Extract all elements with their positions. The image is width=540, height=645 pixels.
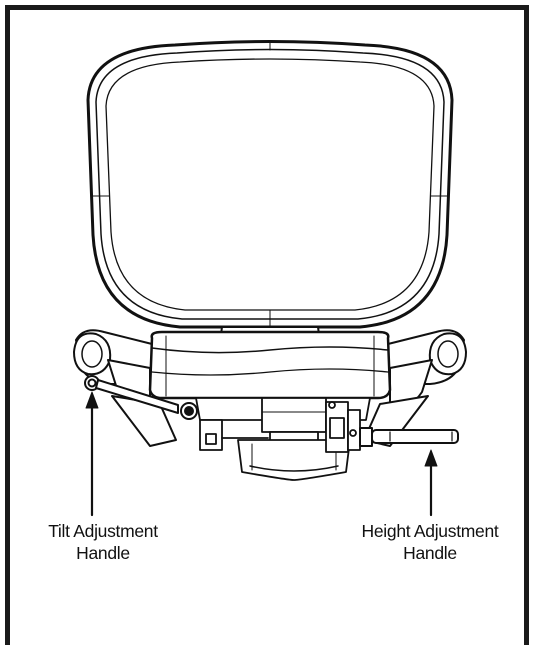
tilt-label-line-2: Handle [76,543,130,563]
tilt-label-line-1: Tilt Adjustment [48,521,158,541]
height-label-line-2: Handle [403,543,457,563]
height-handle-collar [359,427,373,447]
tilt-adjustment-handle-label: Tilt Adjustment Handle [28,520,178,564]
seat-cushion [148,330,392,400]
left-arm-knob-face [81,340,103,368]
right-arm [363,329,467,447]
tilt-handle-pivot-inner [184,406,194,416]
figure-frame [5,5,529,645]
height-handle-grip [371,429,459,444]
right-bracket-bolt [328,401,336,409]
seat-lower-contour [151,368,389,376]
height-label-line-1: Height Adjustment [361,521,499,541]
base-hub-bottom [249,465,339,472]
backrest-frame-inner-edge [95,48,445,320]
backrest-mesh-panel [105,58,435,311]
backrest-outer-frame [86,40,454,329]
right-bracket-plate [329,417,345,439]
height-callout-arrowhead [424,449,438,467]
right-bracket-bolt-2 [349,429,357,437]
seat-front-contour [151,346,389,354]
gas-cylinder-upper [261,397,327,433]
right-arm-knob-face [437,340,459,368]
base-hub [237,439,351,481]
tilt-handle-rod [95,379,179,414]
tilt-callout-arrowhead [85,391,99,409]
tilt-handle-knob-inner [87,378,97,388]
seat-mechanism [195,397,371,481]
callout-arrows [85,391,438,517]
backrest [86,40,454,329]
left-arm-knob [73,332,112,376]
tilt-adjustment-handle [84,375,198,420]
right-arm-knob [428,332,467,376]
seat [148,330,392,400]
height-adjustment-handle-label: Height Adjustment Handle [335,520,525,564]
left-bracket [199,419,223,451]
left-bracket-bolt [205,433,217,445]
height-adjustment-handle [359,427,459,447]
